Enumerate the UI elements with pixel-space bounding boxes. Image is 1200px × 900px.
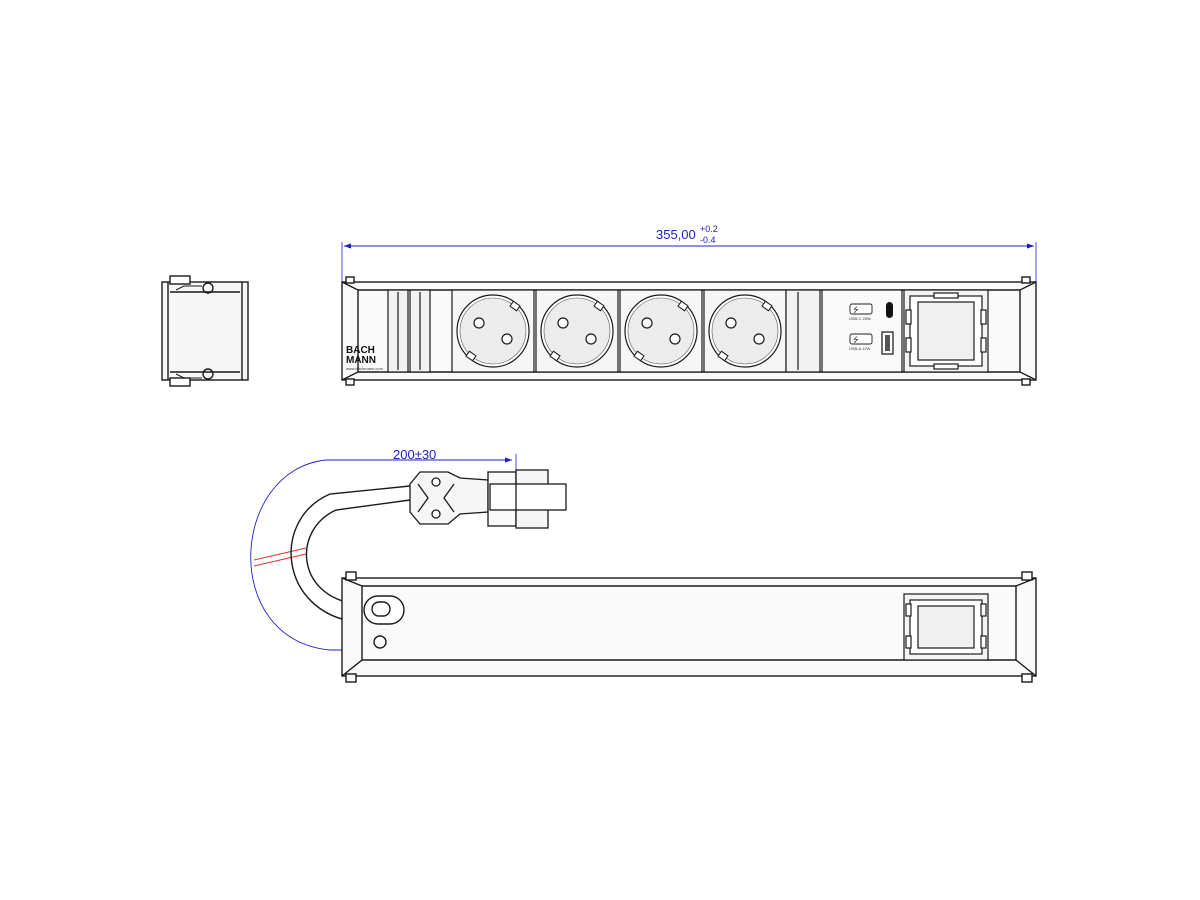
usb-c-label: USB-C 20W — [849, 316, 871, 321]
length-tolerance-upper: +0.2 — [700, 224, 718, 234]
gst-connector-plug — [409, 469, 567, 529]
schuko-socket — [703, 289, 787, 373]
blank-modules-left — [387, 289, 431, 373]
data-module-frame — [903, 289, 989, 373]
cable-length-value: 200±30 — [393, 447, 436, 462]
power-cable — [290, 485, 411, 623]
schuko-socket — [619, 289, 703, 373]
schuko-sockets — [451, 289, 787, 373]
usb-charger-module: ⭍ USB-C 20W ⭍ USB-A 12W — [821, 289, 903, 373]
overall-length-dimension: 355,00 +0.2 -0.4 — [341, 224, 1037, 282]
cable-break-mark — [253, 547, 307, 567]
usb-c-symbol-icon: ⭍ — [853, 306, 859, 314]
usb-c-port-icon — [886, 302, 893, 318]
length-value: 355,00 — [656, 227, 696, 242]
top-data-module-frame — [903, 593, 989, 661]
blank-module-right — [785, 289, 821, 373]
length-tolerance-lower: -0.4 — [700, 235, 716, 245]
schuko-socket — [451, 289, 535, 373]
usb-a-label: USB-A 12W — [849, 346, 871, 351]
top-view: 200±30 — [250, 447, 1037, 683]
svg-text:MANN: MANN — [346, 355, 376, 366]
side-view-profile — [161, 275, 249, 387]
usb-a-symbol-icon: ⭍ — [853, 336, 859, 344]
svg-text:www.bachmann.com: www.bachmann.com — [346, 366, 384, 371]
brand-logo: BACH MANN www.bachmann.com — [346, 345, 384, 371]
schuko-socket — [535, 289, 619, 373]
front-view: 355,00 +0.2 -0.4 BACH MANN www.bachmann.… — [341, 224, 1037, 386]
svg-text:BACH: BACH — [346, 345, 375, 356]
